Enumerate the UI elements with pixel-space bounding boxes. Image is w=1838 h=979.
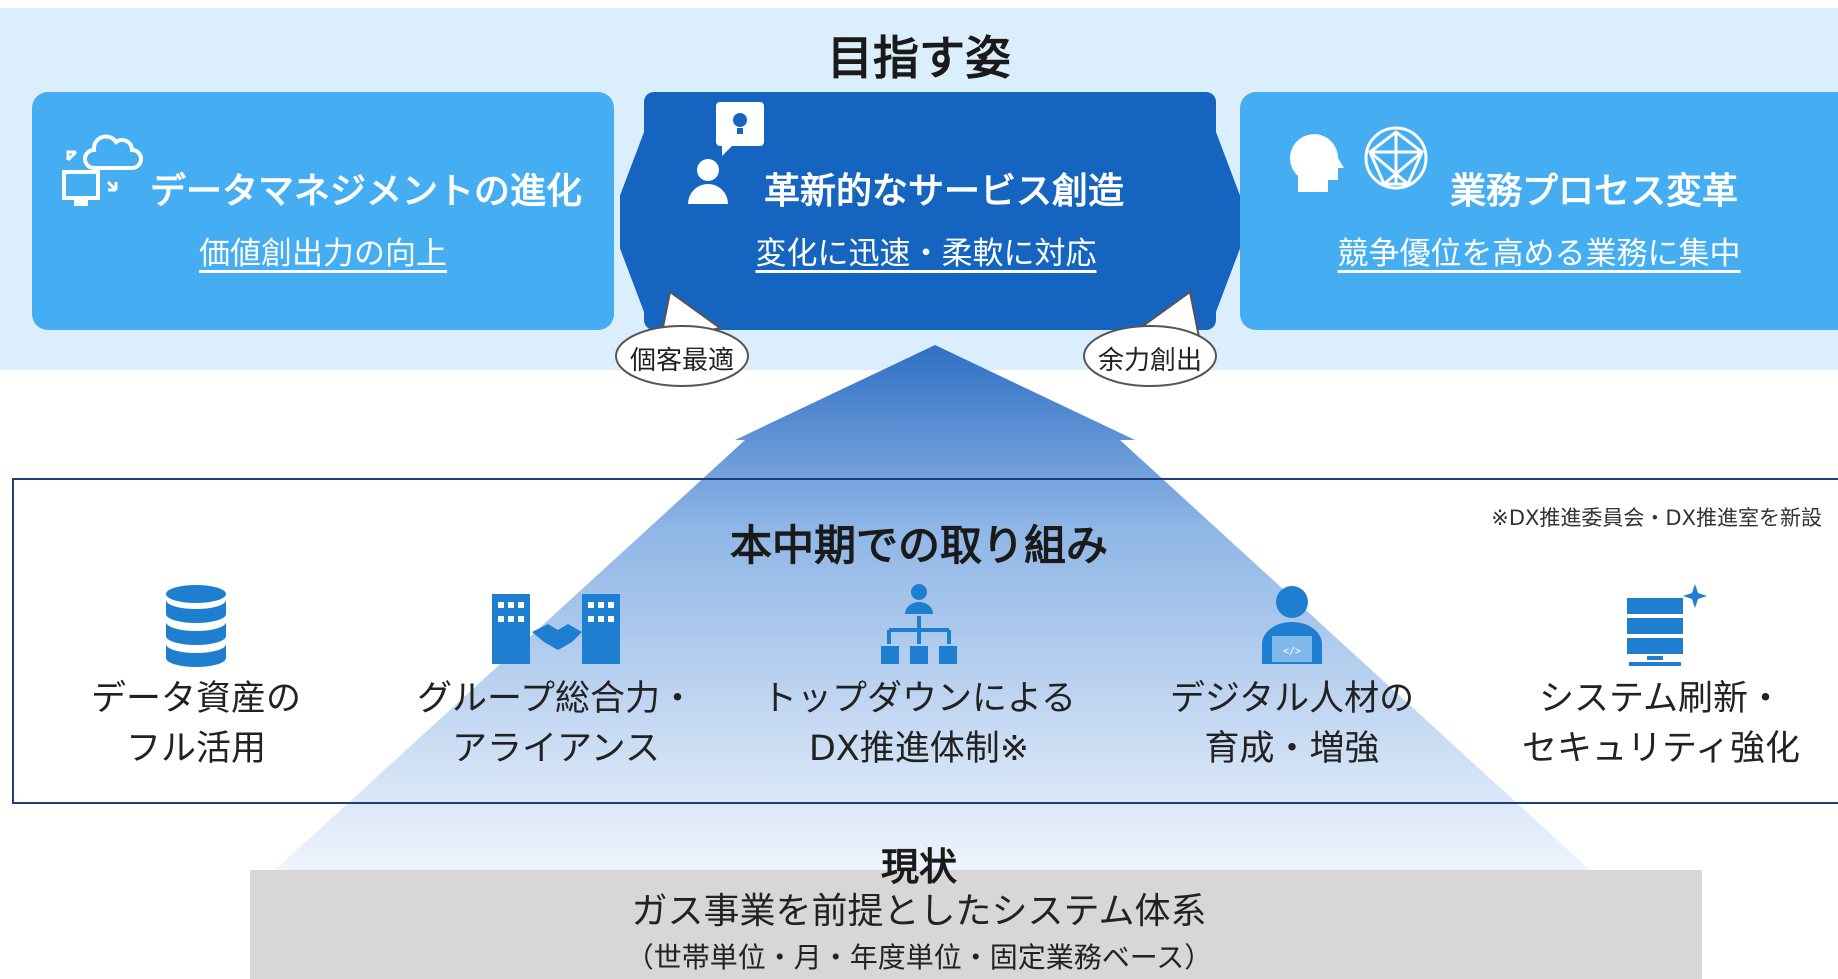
card-subtitle: 変化に迅速・柔軟に対応 (755, 236, 1097, 272)
current-detail: （世帯単位・月・年度単位・固定業務ベース） (625, 941, 1213, 974)
initiative-label-line2: 育成・増強 (1204, 729, 1380, 769)
initiatives-title: 本中期での取り組み (729, 521, 1108, 570)
person-laptop-icon: </> (1262, 586, 1322, 664)
goal-title: 目指す姿 (827, 31, 1011, 85)
initiative-label-line1: デジタル人材の (1169, 679, 1415, 719)
head-brain-icon (1290, 126, 1428, 192)
person-idea-icon (688, 102, 764, 204)
goal-card-data-management: データマネジメントの進化 価値創出力の向上 (32, 92, 614, 330)
card-subtitle: 競争優位を高める業務に集中 (1337, 236, 1741, 272)
current-description: ガス事業を前提としたシステム体系 (631, 891, 1207, 932)
initiative-label-line2: アライアンス (452, 729, 660, 769)
cloud-computer-icon (62, 134, 143, 206)
bubble-customer-optimization: 個客最適 (630, 346, 735, 376)
initiatives-note: ※DX推進委員会・DX推進室を新設 (1491, 506, 1822, 530)
goal-card-service-creation: 革新的なサービス創造 変化に迅速・柔軟に対応 (638, 92, 1214, 330)
bubble-capacity-creation: 余力創出 (1098, 346, 1203, 376)
card-title: データマネジメントの進化 (150, 171, 583, 212)
initiatives-box (12, 478, 1838, 804)
card-subtitle: 価値創出力の向上 (199, 236, 447, 272)
arrow-pyramid (275, 345, 1590, 870)
bubble-right-shape (1083, 325, 1217, 387)
initiative-item: グループ総合力・ アライアンス (396, 584, 716, 774)
initiative-label-line2: フル活用 (125, 729, 266, 769)
initiative-label-line1: グループ総合力・ (417, 679, 695, 719)
initiative-label-line2: DX推進体制※ (808, 729, 1030, 769)
initiative-label-line2: セキュリティ強化 (1522, 729, 1800, 769)
goal-card-business-process: 業務プロセス変革 競争優位を高める業務に集中 (1240, 92, 1838, 330)
server-sparkle-icon (1627, 584, 1707, 666)
card-title: 業務プロセス変革 (1450, 171, 1739, 212)
bubble-left-shape (615, 325, 749, 387)
org-chart-icon (881, 584, 957, 664)
buildings-handshake-icon (492, 594, 620, 664)
initiative-item: トップダウンによる DX推進体制※ (759, 584, 1079, 774)
svg-text:</>: </> (1283, 646, 1301, 657)
initiative-item: システム刷新・ セキュリティ強化 (1501, 584, 1821, 774)
current-state-box (250, 870, 1702, 979)
database-icon (166, 585, 226, 667)
initiative-label-line1: トップダウンによる (762, 679, 1076, 719)
card-title: 革新的なサービス創造 (764, 171, 1125, 212)
initiative-item: </> デジタル人材の 育成・増強 (1132, 584, 1452, 774)
initiative-label-line1: データ資産の (90, 679, 301, 719)
bubble-shapes (615, 325, 1217, 387)
initiative-item: データ資産の フル活用 (36, 584, 356, 774)
current-title: 現状 (880, 845, 957, 889)
initiative-label-line1: システム刷新・ (1539, 679, 1783, 719)
